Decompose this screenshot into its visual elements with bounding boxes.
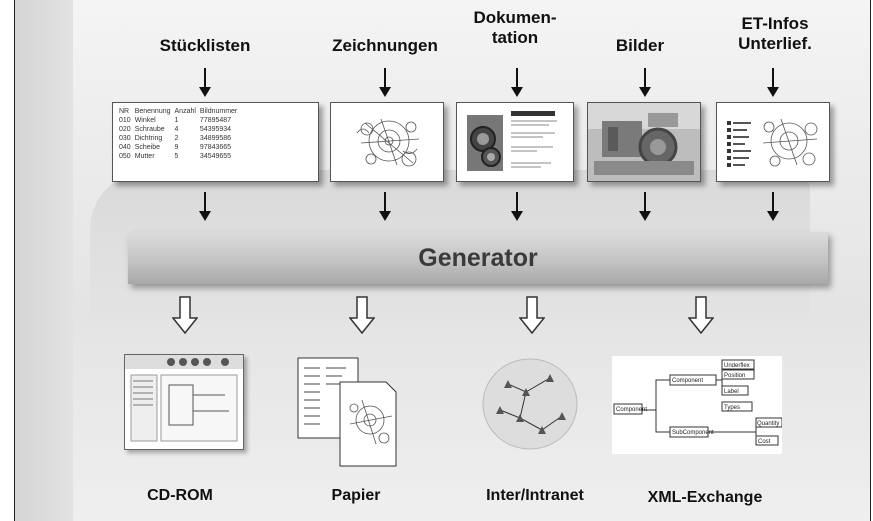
arrow-down-icon xyxy=(767,192,779,221)
slide-frame xyxy=(14,0,871,521)
parts-header-cell: NR xyxy=(119,108,130,115)
output-label-intranet: Inter/Intranet xyxy=(486,487,584,504)
network-globe-icon xyxy=(482,358,578,450)
parts-cell: Mutter xyxy=(134,153,155,160)
xml-node: Position xyxy=(724,373,745,379)
parts-list-card: NR Benennung Anzahl Bildnummer 010 Winke… xyxy=(112,102,319,182)
parts-cell: 2 xyxy=(174,135,179,142)
parts-cell: 97843665 xyxy=(199,144,232,151)
arrow-down-icon xyxy=(767,68,779,97)
input-label-bilder: Bilder xyxy=(615,36,665,55)
generator-label: Generator xyxy=(418,244,538,272)
parts-cell: 020 xyxy=(119,126,131,133)
table-row: 020 Schraube 4 54395934 xyxy=(119,125,241,134)
table-row: 010 Winkel 1 77895487 xyxy=(119,116,241,125)
parts-header-cell: Bildnummer xyxy=(199,108,238,115)
cdrom-screen-icon xyxy=(124,354,244,450)
xml-tree-icon: Component Component SubComponent Types U… xyxy=(612,356,782,454)
input-label-dokumentation: Dokumen- tation xyxy=(473,8,557,47)
arrow-down-icon xyxy=(511,68,523,97)
drawing-card xyxy=(330,102,444,182)
parts-cell: 54395934 xyxy=(199,126,232,133)
parts-list-table: NR Benennung Anzahl Bildnummer 010 Winke… xyxy=(119,107,241,161)
input-label-zeichnungen: Zeichnungen xyxy=(332,36,438,55)
parts-cell: Dichtring xyxy=(134,135,163,142)
parts-cell: Winkel xyxy=(134,117,156,124)
xml-node: Label xyxy=(724,389,739,395)
parts-header-cell: Benennung xyxy=(134,108,171,115)
paper-pages-icon xyxy=(297,357,397,467)
hollow-arrow-down-icon xyxy=(688,296,714,334)
parts-cell: 4 xyxy=(174,126,179,133)
arrow-down-icon xyxy=(379,192,391,221)
exploded-view-icon xyxy=(727,118,818,167)
machine-photo-icon xyxy=(588,103,700,181)
input-label-stuecklisten: Stücklisten xyxy=(159,36,251,55)
generator-bar: Generator xyxy=(128,232,828,284)
parts-cell: 030 xyxy=(119,135,131,142)
photo-card xyxy=(587,102,701,182)
table-row: 040 Scheibe 9 97843665 xyxy=(119,143,241,152)
parts-cell: 34549655 xyxy=(199,153,232,160)
parts-cell: 040 xyxy=(119,144,131,151)
arrow-down-icon xyxy=(379,68,391,97)
parts-cell: 5 xyxy=(174,153,179,160)
xml-node: SubComponent xyxy=(672,430,714,436)
xml-node: Quantity xyxy=(757,421,779,427)
arrow-down-icon xyxy=(511,192,523,221)
xml-node: Cost xyxy=(758,439,771,445)
arrow-down-icon xyxy=(639,68,651,97)
background-stripe xyxy=(15,0,73,521)
parts-cell: 77895487 xyxy=(199,117,232,124)
arrow-down-icon xyxy=(639,192,651,221)
technical-drawing-icon xyxy=(356,118,420,167)
xml-node: Underflex xyxy=(724,363,750,369)
table-row: 050 Mutter 5 34549655 xyxy=(119,152,241,161)
xml-node: Component xyxy=(616,407,647,413)
parts-cell: 9 xyxy=(174,144,179,151)
input-label-et-infos: ET-Infos Unterlief. xyxy=(738,14,812,53)
xml-node: Types xyxy=(724,405,740,411)
documentation-card xyxy=(456,102,574,182)
output-label-xml-exchange: XML-Exchange xyxy=(647,489,763,506)
output-label-cdrom: CD-ROM xyxy=(147,487,213,504)
document-page-icon xyxy=(467,111,557,171)
xml-node: Component xyxy=(672,378,703,384)
arrow-down-icon xyxy=(199,192,211,221)
hollow-arrow-down-icon xyxy=(519,296,545,334)
parts-cell: 34899586 xyxy=(199,135,232,142)
parts-cell: Scheibe xyxy=(134,144,160,151)
hollow-arrow-down-icon xyxy=(172,296,198,334)
et-infos-card xyxy=(716,102,830,182)
parts-cell: Schraube xyxy=(134,126,165,133)
parts-cell: 050 xyxy=(119,153,131,160)
parts-cell: 1 xyxy=(174,117,179,124)
output-label-papier: Papier xyxy=(331,487,381,504)
parts-cell: 010 xyxy=(119,117,131,124)
arrow-down-icon xyxy=(199,68,211,97)
hollow-arrow-down-icon xyxy=(349,296,375,334)
parts-header-cell: Anzahl xyxy=(174,108,196,115)
table-row: 030 Dichtring 2 34899586 xyxy=(119,134,241,143)
app-window-icon xyxy=(125,355,243,442)
